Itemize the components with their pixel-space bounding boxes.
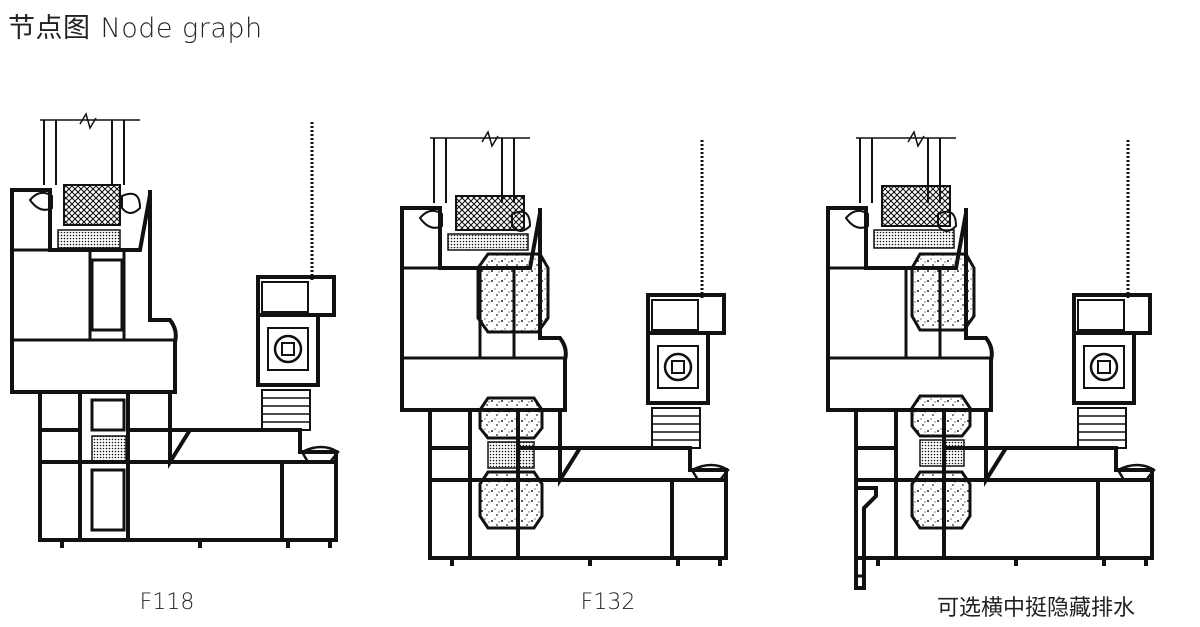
node-label-hidden-drainage: 可选横中挺隐藏排水 [936,596,1136,621]
node-f118-drawing [10,112,340,550]
node-hidden-drainage-drawing [826,130,1156,590]
page-title-en: Node graph [100,13,263,44]
node-label-f132: F132 [580,590,636,615]
page-title: 节点图 Node graph [8,6,263,45]
page-title-cn: 节点图 [8,13,91,44]
node-f132-drawing [400,130,730,568]
node-label-f118: F118 [139,590,195,615]
